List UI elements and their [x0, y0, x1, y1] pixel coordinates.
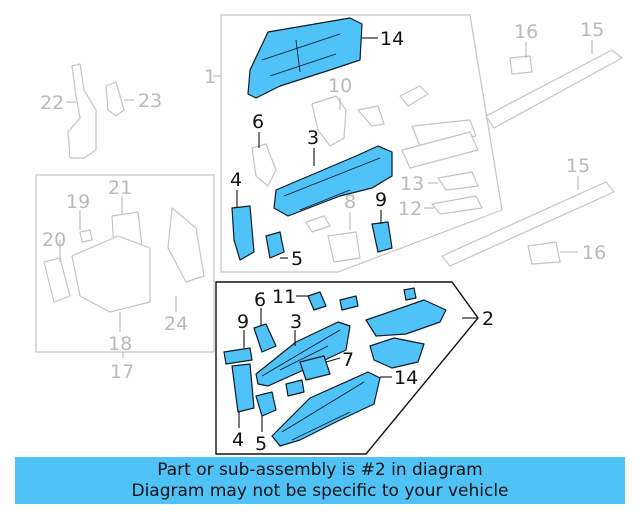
part-14-apron-top	[247, 17, 363, 99]
leader-lines	[59, 37, 593, 432]
callout-17: 17	[110, 361, 134, 383]
part-24	[167, 207, 205, 283]
callout-19: 19	[66, 191, 90, 213]
callout-14-top: 14	[380, 28, 404, 50]
part-9-top	[371, 221, 393, 253]
part-19	[79, 229, 93, 243]
callout-16-top: 16	[514, 21, 538, 43]
part-sub-bracket-3	[369, 337, 425, 369]
callout-23: 23	[138, 90, 162, 112]
ghost-parts	[35, 14, 623, 358]
callout-15-top: 15	[580, 19, 604, 41]
group-1-highlighted-parts	[231, 17, 393, 261]
part-16-top	[509, 55, 533, 75]
callout-16-mid: 16	[582, 242, 606, 264]
part-14-apron-top-detail	[261, 33, 341, 77]
part-bracket-d	[401, 131, 479, 169]
group-1-outline	[220, 14, 503, 273]
part-3-rail-top-detail	[283, 157, 381, 211]
part-12	[431, 195, 483, 215]
part-2-assembly	[215, 281, 479, 455]
callout-11: 11	[272, 286, 296, 308]
callout-24: 24	[164, 313, 188, 335]
part-sub-bracket-2	[403, 287, 417, 301]
part-6-top	[251, 143, 277, 187]
callout-numbers: 14 1 16 15 22 23 10 6 3 4 13 8 9 12 21 1…	[40, 19, 606, 455]
callout-15-mid: 15	[566, 155, 590, 177]
part-14-apron-bot-detail	[281, 381, 365, 441]
leader-7	[325, 357, 341, 363]
callout-9-top: 9	[375, 189, 387, 211]
callout-10: 10	[328, 75, 352, 97]
callout-9-bot: 9	[237, 311, 249, 333]
callout-21: 21	[108, 177, 132, 199]
callout-5-top: 5	[291, 248, 303, 270]
callout-5-bot: 5	[255, 433, 267, 455]
callout-4-top: 4	[230, 169, 242, 191]
callout-13: 13	[400, 173, 424, 195]
info-banner: Part or sub-assembly is #2 in diagram Di…	[15, 457, 625, 504]
part-6-bot	[253, 323, 277, 353]
part-3-rail-bot-detail	[261, 329, 341, 377]
part-small-bracket	[305, 215, 331, 233]
part-sub-bracket-1	[339, 295, 359, 311]
callout-6-top: 6	[252, 111, 264, 133]
callout-3-top: 3	[307, 127, 319, 149]
part-5-bot	[255, 391, 277, 417]
callout-1: 1	[204, 66, 216, 88]
part-15-rail-top	[485, 49, 623, 129]
part-7	[299, 355, 331, 381]
callout-4-bot: 4	[232, 429, 244, 451]
part-16-mid	[527, 241, 561, 265]
callout-8: 8	[344, 191, 356, 213]
part-20	[43, 257, 71, 303]
part-8	[327, 231, 361, 263]
banner-line-2: Diagram may not be specific to your vehi…	[131, 480, 509, 501]
part-9-bot	[223, 347, 253, 365]
part-10-bracket	[311, 95, 347, 147]
part-15-rail-mid	[441, 181, 615, 267]
part-13	[437, 171, 479, 191]
part-3-rail-top	[273, 145, 393, 217]
callout-12: 12	[398, 198, 422, 220]
callout-14-bot: 14	[394, 367, 418, 389]
part-sub-beam	[365, 299, 447, 337]
part-22-bracket	[67, 63, 97, 159]
callout-3-bot: 3	[290, 311, 302, 333]
banner-line-1: Part or sub-assembly is #2 in diagram	[157, 459, 483, 480]
callout-22: 22	[40, 92, 64, 114]
callout-6-bot: 6	[254, 289, 266, 311]
callout-7: 7	[342, 349, 354, 371]
part-4-bot	[231, 363, 255, 413]
part-bracket-c	[411, 119, 477, 147]
callout-20: 20	[42, 229, 66, 251]
part-18-panel	[71, 235, 151, 313]
group-17-outline	[35, 174, 215, 353]
callout-18: 18	[108, 333, 132, 355]
part-11	[307, 291, 327, 311]
part-bracket-a	[357, 105, 385, 127]
part-23-bracket	[105, 81, 125, 117]
part-4-top	[231, 205, 255, 261]
part-14-apron-bot	[271, 371, 381, 447]
part-2-outline	[215, 281, 479, 455]
part-5-top	[265, 231, 285, 259]
part-bracket-b	[399, 85, 429, 107]
part-sub-bracket-4	[285, 379, 305, 397]
callout-2: 2	[482, 308, 494, 330]
